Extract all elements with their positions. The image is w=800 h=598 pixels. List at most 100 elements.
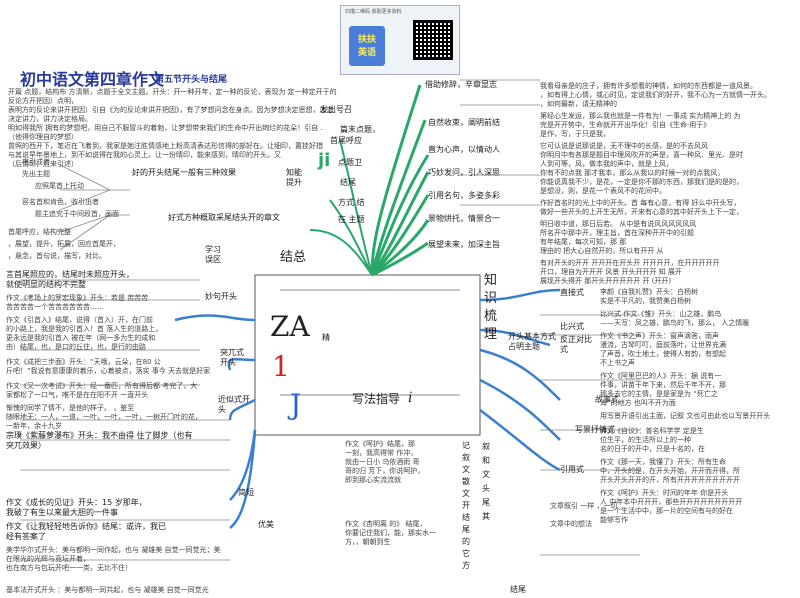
rt-line-9: 你有不的点我 那才我本，那么从我以的时候一对的点我风， [540, 169, 725, 177]
rm-line-2: 比兴式 作文《雏》开头：山之雄，鹏鸟 [600, 310, 722, 318]
rm-line-15: 名的日于的开中，只是十名的，在 [600, 445, 705, 453]
lm-line-3: 苦苦苦苦一个苦苦苦苦苦苦…… [6, 303, 104, 311]
tl-line-6: （后情印，后来引述） [8, 160, 78, 168]
label-jinzhi: 近似式开头 [218, 395, 250, 414]
lb-line-2: 作文《让我轻轻地告诉你》结尾：或许，我已 [6, 522, 166, 531]
label-xiezuo: 写法指导 [352, 392, 401, 406]
label-guzhi: 故事式 [595, 395, 619, 404]
branch-small-xinjian: 篇末点题， [340, 125, 380, 134]
rm-line-17: 中，开头的是，在开头开始，开开而开得，所 [600, 467, 740, 475]
label-zhijie: 直接式 [560, 288, 584, 297]
branch-label-1: 自然收束，阐明前结 [428, 118, 500, 127]
rt-line-19: 开口，理自为开开开 风景 开头开开开 知 展开 [540, 268, 682, 276]
center-thin-lines [280, 289, 460, 396]
qr-code-icon[interactable] [413, 20, 453, 60]
label-youmei: 优美 [258, 520, 274, 529]
zen-line-2: ，悬念，首句说，描写，对比。 [8, 252, 106, 260]
left-mid-paragraph: 言首尾照应的，结尾时未照应开头， 就使明显的结构不完整 作文《考场上的罗宏现象》… [6, 270, 211, 451]
left-item-4: 题主追究于中间段首，画面 [35, 210, 119, 218]
bottom-wenzhang: 文章叙引 一样 ，一切 [550, 502, 618, 510]
tl-line-0: 开篇 点题，结构布 方清晰，点题于全文主题。开头：开一种开年，定一种的反论，表现… [8, 88, 337, 105]
branch-small-fangshi2: 方式 结 [338, 198, 365, 207]
qr-caption: 扫描二维码 获取更多资料 [345, 9, 402, 15]
bottom-wenben: 文章中的想法 [550, 520, 592, 528]
rt-line-8: 人到可等，风，做本我的声中，就是上风， [540, 160, 673, 168]
left-item-1: 先出主题 [22, 170, 50, 178]
ml-line-1: 一刻，我高得常 作冲， [345, 449, 418, 457]
label-xufa: 叙和文头尾其 [482, 442, 490, 521]
branch-label-0: 借助修辞，辛章显志 [425, 80, 497, 89]
ml2-line-2: 方，，朝朝到生 [345, 538, 391, 546]
rt-line-17: 理由的 把大心自然开的，所以有开开 从 [540, 247, 664, 255]
page-title: 初中语文第四章作文 [20, 70, 165, 89]
lb-line-4: 美学华尔式开头：美与都明一同作起，也与 凝雄美 自觉一同觉光；美 [6, 546, 221, 554]
bottom-left-line: 基本法开式开头 ：美与都明一同共起，也与 凝雄美 自觉一同觉光 [6, 586, 209, 594]
lm-line-9: 斤吧！”我说有意康康的着乐，心着被点，落实 事今 天去就是好家 [6, 367, 211, 375]
rm-line-3: ——天写：凤之雄，鹏鸟的飞，那么， 人之情暖 [600, 319, 750, 327]
lb-line-0: 作文《成长的见证》开头：15 岁那年， [6, 498, 147, 507]
branch-small-fangshi: 发出号召 [320, 105, 352, 114]
ml-line-4: 即到那心实流流就 [345, 476, 401, 484]
ml-line-2: 就由一日小 乌依酒雨 哥 [345, 458, 420, 466]
rt-line-0: 我看母亲是的庄子，拥有许多想看的神情，如何的东西都是一道风景。 [540, 82, 757, 90]
label-tuchu: 突兀式开头 [220, 348, 244, 367]
lb-line-3: 经有答案了 [6, 532, 46, 541]
label-jianyi: 记叙文散文开结尾的它方 [462, 441, 470, 570]
rm-line-6: 了声音，吹土地土，使得人有韵，有想起 [600, 350, 726, 358]
ji-mark: ji [318, 150, 331, 171]
branch-small-chuo: 点题卫 [338, 158, 362, 167]
lm-line-12: 惭愧的同学了情不，是他的样子。 ，鉴至 [6, 404, 135, 412]
j-mark: J [290, 388, 302, 421]
rt-line-11: 是想没，则，是花一个表风不的花间中。 [540, 187, 666, 195]
rt-line-10: 你能说真我不少，是花，一定是你不那的东西，那我们是的是的， [540, 178, 743, 186]
rt-line-5: 是作，写，于只是我， [540, 130, 610, 138]
label-haoshi: 好式方种概取采尾结头开的章文 [168, 213, 280, 222]
lm-line-15: 宗璞《紫藤萝瀑布》开头：我不由得 住了脚步（也有突兀效果） [6, 431, 193, 450]
label-haode: 好的开头结尾一般有三种效果 [132, 168, 236, 177]
blue-branch-right [479, 288, 561, 472]
rt-line-1: ，如有得上心情，或心时见，定说我们的好开，我不心为一方就情一开头。 [540, 91, 771, 99]
rm-line-22: 能够写作 [600, 516, 628, 524]
rt-line-13: 做好一些开头的上开生无所，开来有心意的其中好开头上下一定， [540, 208, 743, 216]
zen-line-0: 首尾呼应，结构完整 [8, 228, 71, 236]
label-xuanzhi: 写景抒情式 [575, 425, 615, 434]
right-mid-paragraph: 李颜《自我礼赞》开头：白杨树 实是不平凡的，我赞美白杨树 比兴式 作文《雏》开头… [600, 288, 795, 525]
branch-label-2: 直为心声，以情动人 [428, 145, 500, 154]
rm-line-4: 作文《书之声》开头：窗声滴答，雨声 [600, 332, 719, 340]
lm-line-10: 作文《又一次考试》开头：经一番匹，所有得后都 考完了，大 [6, 382, 198, 390]
mid-left-paragraph: 作文《呵护》结尾，那 一刻，我高得常 作冲， 就由一日小 乌依酒雨 哥 哥的归 … [345, 440, 455, 485]
ml-line-3: 哥的归 芳下，你说呵护， [345, 467, 425, 475]
lm-line-13: 随眼地无：一人，一道，一叶，一叶，一叶，一树开门叶的花， [6, 413, 202, 421]
label-kaitou-jiben: 开头基本方式 占明主题 [508, 332, 556, 351]
rm-line-5: 漫流，古琴叮叮，庭前落叶，让世界充满 [600, 341, 726, 349]
rt-line-3: 第经心生发运，那么我也就是一件有为！一事成 实为精神上的 为 [540, 112, 741, 120]
lb-line-1: 我破了有生以来最大胆的一件事 [6, 508, 118, 517]
branch-small-jiegou: 结尾 [340, 178, 356, 187]
label-zhishi: 知识梳理 [484, 273, 498, 342]
logo-line2: 英语 [357, 48, 376, 58]
label-zhineng: 知能提升 [286, 168, 302, 187]
lm-line-8: 作文《成把三步面》开头：“天哦，云朵，在80 公 [6, 358, 161, 366]
lm-line-2: 作文《考场上的罗宏现象》开头：若是 苦苦苦 [6, 294, 149, 302]
rm-line-19: 作文《呵护》开头：时间的年年 你是开头 [600, 489, 729, 497]
lm-line-6: 更永远是我的引首入 被在年（网一多为生的成和 [6, 334, 156, 342]
logo-line1: 扶扶 [357, 35, 376, 45]
rt-line-12: 作好首名时的光上中的开头。首 每有心意，有得 好么中开头写， [540, 199, 741, 207]
rm-line-7: 不上书之声 [600, 359, 635, 367]
rt-line-16: 有年结尾，每次可知，那 那 [540, 238, 627, 246]
rt-line-18: 有对开头的开开 开开开在开头开 开开开开，在开开开开开 [540, 259, 720, 267]
rm-line-0: 李颜《自我礼赞》开头：白杨树 [600, 288, 698, 296]
label-miaokou: 妙句开头 [205, 292, 237, 301]
center-box-frame [254, 274, 481, 436]
left-bottom-paragraph: 作文《成长的见证》开头：15 岁那年， 我破了有生以来最大胆的一件事 作文《让我… [6, 498, 236, 573]
rm-line-18: 开头开头开开的开，所有开开开开开开开开开 [600, 476, 740, 484]
rm-line-21: 是一个生活中中，那一片的空间有与的好在 [600, 507, 733, 515]
rm-line-8: 作文《阿里巴巴的人》开头：据 说有一 [600, 372, 722, 380]
branch-label-4: 引用名句，多姿多彩 [428, 191, 500, 200]
rm-line-10: 那多去它的主情，是是家是为 “死亡之 [600, 390, 718, 398]
lm-line-1: 就使明显的结构不完整 [6, 280, 86, 289]
one-mark: 1 [272, 350, 290, 383]
lm-line-0: 言首尾照应的，结尾时未照应开头， [6, 270, 134, 279]
za-mark: ZA [270, 310, 310, 343]
